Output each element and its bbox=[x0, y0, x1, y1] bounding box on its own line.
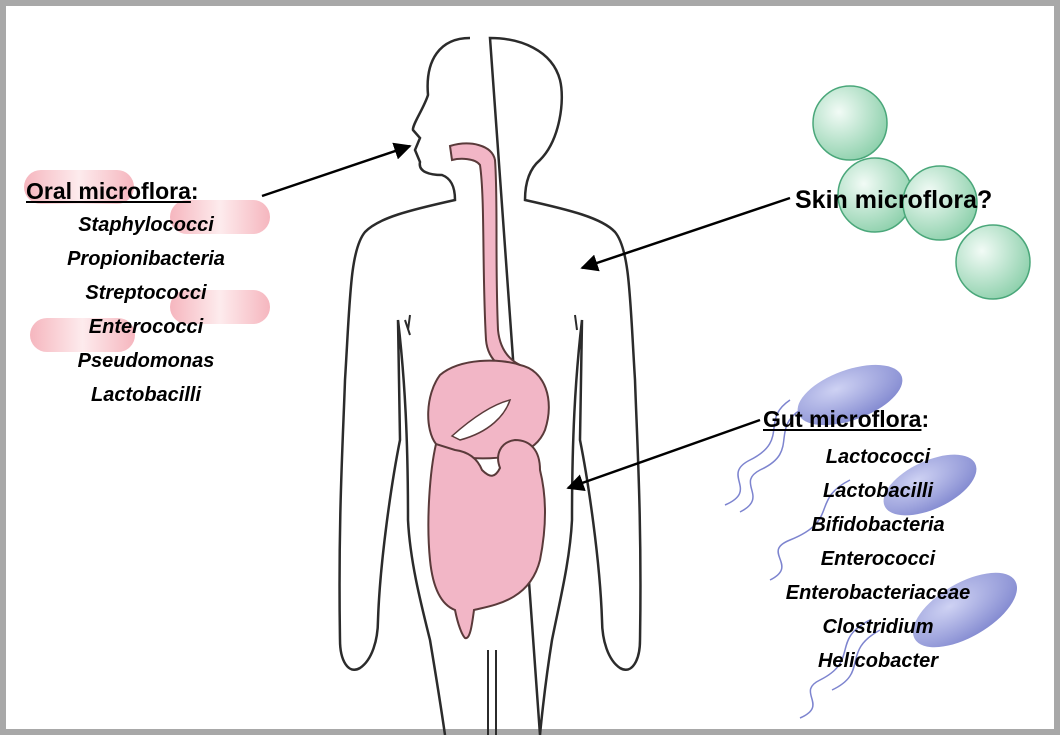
oral-species: Propionibacteria bbox=[67, 248, 225, 271]
oral-species: Enterococci bbox=[89, 316, 203, 339]
gut-bacillus bbox=[901, 558, 1028, 663]
oral-arrow bbox=[262, 146, 410, 196]
oral-heading-colon: : bbox=[191, 178, 199, 204]
gut-species: Lactococci bbox=[826, 446, 930, 469]
gut-heading: Gut microflora: bbox=[763, 406, 929, 433]
gut-heading-text: Gut microflora bbox=[763, 406, 921, 432]
oral-species: Pseudomonas bbox=[78, 350, 215, 373]
gut-species: Bifidobacteria bbox=[811, 514, 944, 537]
gut-species: Enterococci bbox=[821, 548, 935, 571]
gut-species: Enterobacteriaceae bbox=[786, 582, 971, 605]
gut-arrow bbox=[568, 420, 760, 488]
esophagus bbox=[450, 144, 520, 372]
oral-species: Staphylococci bbox=[78, 214, 214, 237]
oral-heading: Oral microflora: bbox=[26, 178, 199, 205]
skin-coccus bbox=[956, 225, 1030, 299]
intestines bbox=[428, 440, 545, 638]
gut-heading-colon: : bbox=[921, 406, 929, 432]
gut-species: Lactobacilli bbox=[823, 480, 933, 503]
right-inner-arm bbox=[575, 315, 577, 330]
skin-arrow bbox=[582, 198, 790, 268]
left-inner-arm bbox=[405, 315, 410, 335]
gut-species: Clostridium bbox=[822, 616, 933, 639]
skin-heading: Skin microflora? bbox=[795, 186, 992, 215]
crotch-line bbox=[488, 650, 496, 735]
oral-species: Streptococci bbox=[85, 282, 206, 305]
skin-coccus bbox=[813, 86, 887, 160]
oral-species: Lactobacilli bbox=[91, 384, 201, 407]
gut-species: Helicobacter bbox=[818, 650, 938, 673]
oral-heading-text: Oral microflora bbox=[26, 178, 191, 204]
